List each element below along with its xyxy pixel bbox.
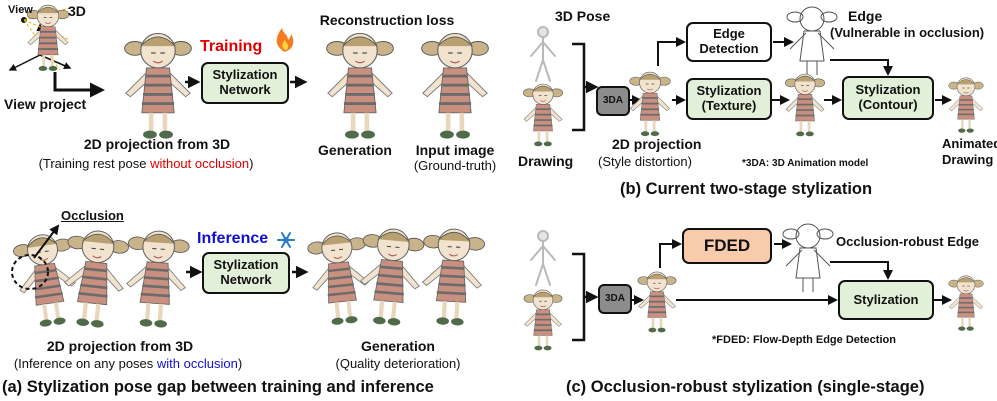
girl-texture-output	[783, 72, 827, 138]
girl-degraded-2	[356, 226, 425, 327]
view-project-arrow	[53, 72, 105, 98]
projection-title-inference: 2D projection from 3D	[46, 338, 194, 354]
stylization-contour-box: Stylization (Contour)	[842, 76, 934, 120]
girl-animated-drawing-b	[947, 76, 985, 134]
stylization-texture-label: Stylization (Texture)	[696, 83, 762, 113]
edge-subtitle: (Vulnerable in occlusion)	[830, 25, 985, 40]
style-distortion-label: (Style distortion)	[598, 154, 692, 169]
generation-label-inference: Generation	[361, 338, 435, 354]
arrow-to-fded	[659, 239, 682, 268]
girl-generation-training	[327, 33, 394, 138]
girl-occluded-pose-3	[123, 229, 190, 329]
arrow-to-edge-detection	[657, 37, 686, 66]
stylization-network-label-inference: Stylization Network	[213, 257, 279, 287]
girl-drawing-c	[522, 288, 564, 352]
panel-c-graphics	[522, 223, 985, 352]
inference-sub-suffix: )	[237, 356, 243, 371]
girl-degraded-3	[419, 228, 485, 327]
edge-label: Edge	[848, 8, 883, 24]
caption-b: (b) Current two-stage stylization	[620, 180, 873, 198]
projection-subtitle-training: (Training rest pose without occlusion)	[39, 156, 254, 171]
pose-3d-label: 3D Pose	[555, 8, 611, 24]
fded-box: FDED	[682, 228, 772, 264]
occlusion-robust-edge-label: Occlusion-robust Edge	[836, 234, 980, 249]
view-project-label: View project	[4, 96, 87, 112]
label-3d: 3D	[68, 3, 86, 19]
quality-deterioration-label: (Quality deterioration)	[335, 356, 461, 371]
note-3da: *3DA: 3D Animation model	[742, 158, 869, 169]
animated-drawing-label: Animated Drawing	[942, 136, 997, 167]
girl-3d-model	[25, 3, 71, 73]
girl-animated-drawing-c	[947, 274, 985, 332]
inference-sub-prefix: (Inference on any poses	[13, 356, 157, 371]
occlusion-label: Occlusion	[61, 208, 124, 223]
edge-detection-label: Edge Detection	[699, 26, 759, 56]
girl-projection-training	[125, 33, 192, 138]
arrow-edge-to-stylization-c	[830, 261, 893, 280]
stylization-contour-label: Stylization (Contour)	[855, 82, 921, 112]
fire-icon	[276, 28, 294, 52]
inference-label: Inference	[197, 230, 269, 247]
box-3da-c-label: 3DA	[604, 293, 625, 305]
fded-label: FDED	[703, 236, 751, 256]
arrow-edge-to-contour	[830, 59, 893, 76]
panel-a-top-graphics	[8, 3, 489, 139]
generation-label-training: Generation	[318, 142, 392, 158]
edge-outline-b	[786, 6, 838, 76]
stylization-network-box-inference: Stylization Network	[202, 252, 290, 294]
box-3da-b: 3DA	[596, 86, 630, 116]
reconstruction-loss-label: Reconstruction loss	[319, 12, 455, 28]
bracket-c	[572, 252, 596, 342]
drawing-label-b: Drawing	[518, 153, 574, 169]
projection-label-b: 2D projection	[612, 136, 702, 152]
skeleton-pose-c	[530, 230, 556, 286]
caption-c: (c) Occlusion-robust stylization (single…	[566, 378, 925, 396]
panel-a-bottom-graphics	[9, 224, 486, 330]
caption-a: (a) Stylization pose gap between trainin…	[2, 378, 434, 396]
training-label: Training	[200, 38, 263, 55]
girl-projection-b	[628, 70, 672, 138]
stylization-box-c: Stylization	[838, 280, 934, 320]
edge-detection-box: Edge Detection	[686, 22, 772, 62]
inference-sub-highlight: with occlusion	[156, 356, 238, 371]
edge-outline-c	[782, 223, 834, 293]
occlusion-arrow	[33, 224, 60, 259]
note-fded: *FDED: Flow-Depth Edge Detection	[712, 334, 896, 346]
projection-sub-highlight: without occlusion	[150, 156, 250, 171]
projection-title-training: 2D projection from 3D	[83, 136, 231, 152]
skeleton-pose-b	[530, 26, 556, 82]
stylization-network-label: Stylization Network	[212, 67, 278, 97]
panel-b-graphics	[521, 6, 985, 148]
stylization-texture-box: Stylization (Texture)	[686, 78, 772, 120]
occlusion-circle	[11, 254, 49, 290]
projection-subtitle-inference: (Inference on any poses with occlusion)	[14, 356, 242, 371]
view-label: View	[8, 4, 33, 16]
stylization-label-c: Stylization	[853, 291, 919, 307]
ground-truth-label: (Ground-truth)	[413, 158, 497, 173]
snowflake-icon	[277, 232, 295, 248]
girl-drawing-b	[521, 82, 565, 148]
box-3da-c: 3DA	[598, 284, 632, 314]
input-image-label: Input image	[415, 142, 495, 158]
bracket-b	[572, 42, 596, 132]
projection-sub-suffix: )	[249, 156, 254, 171]
girl-input-image	[422, 33, 489, 138]
girl-occluded-pose-2	[59, 228, 130, 330]
stylization-network-box-training: Stylization Network	[201, 62, 289, 104]
box-3da-b-label: 3DA	[602, 95, 623, 107]
girl-projection-c	[636, 270, 678, 334]
projection-sub-prefix: (Training rest pose	[38, 156, 151, 171]
